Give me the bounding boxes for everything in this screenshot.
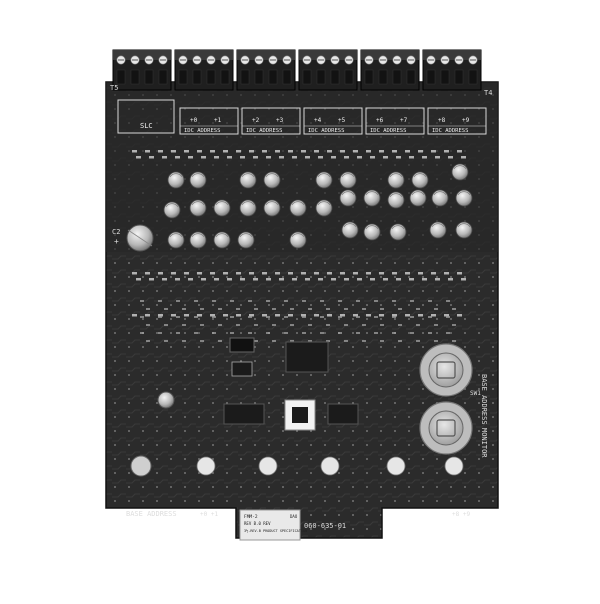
electrolytic-capacitor (167, 171, 185, 189)
capacitor-small (157, 391, 175, 409)
terminal-label-right: T4 (484, 89, 492, 97)
slc-label: SLC (140, 122, 153, 130)
processor-chip (284, 399, 316, 431)
electrolytic-capacitor (411, 171, 429, 189)
bottom-numbers-left: +0 +1 (200, 511, 218, 518)
electrolytic-capacitor (189, 231, 207, 249)
electrolytic-capacitor (263, 199, 281, 217)
svg-text:3½-REV-B PRODUCT SPECIFICATI: 3½-REV-B PRODUCT SPECIFICATION (244, 529, 307, 533)
electrolytic-capacitor (341, 221, 359, 239)
electrolytic-capacitor (339, 189, 357, 207)
electrolytic-capacitor (315, 199, 333, 217)
terminal-block (360, 49, 420, 91)
electrolytic-capacitor (387, 191, 405, 209)
mounting-hole (130, 455, 152, 477)
idc-address-label: IDC ADDRESS (432, 128, 468, 134)
idc-number: +4 (314, 117, 322, 124)
electrolytic-capacitor (431, 189, 449, 207)
svg-text:FMM-2: FMM-2 (244, 514, 258, 520)
led-pad (444, 456, 464, 476)
terminal-block (298, 49, 358, 91)
idc-number: +6 (376, 117, 384, 124)
base-address-bottom-label: BASE ADDRESS (126, 510, 177, 518)
product-label-sticker: FMM-2 REV B.0 REV 3½-REV-B PRODUCT SPECI… (239, 509, 307, 541)
terminal-block (236, 49, 296, 91)
electrolytic-capacitor (213, 199, 231, 217)
rotary-switch-ones (419, 401, 473, 455)
electrolytic-capacitor (363, 223, 381, 241)
idc-address-label: IDC ADDRESS (246, 128, 282, 134)
rotary-switch-label: SW1 (470, 390, 481, 397)
slc-box (117, 99, 175, 134)
ic-chip-main (285, 341, 329, 373)
idc-address-label: IDC ADDRESS (370, 128, 406, 134)
electrolytic-capacitor (451, 163, 469, 181)
electrolytic-capacitor (189, 199, 207, 217)
idc-address-label: IDC ADDRESS (308, 128, 344, 134)
idc-number: +7 (400, 117, 408, 124)
electrolytic-capacitor (455, 221, 473, 239)
idc-number: +0 (190, 117, 198, 124)
electrolytic-capacitor (289, 231, 307, 249)
connector-header (229, 337, 255, 353)
idc-number: +9 (462, 117, 470, 124)
electrolytic-capacitor (315, 171, 333, 189)
terminal-block (112, 49, 172, 91)
electrolytic-capacitor (387, 171, 405, 189)
led-pad (196, 456, 216, 476)
base-address-side-label: BASE ADDRESS (480, 374, 488, 425)
terminal-label-left: T5 (110, 84, 118, 92)
dip-switch (231, 361, 253, 377)
electrolytic-capacitor (363, 189, 381, 207)
svg-text:+: + (114, 237, 119, 246)
electrolytic-capacitor (409, 189, 427, 207)
electrolytic-capacitor (239, 199, 257, 217)
svg-text:REV B.0 REV: REV B.0 REV (244, 521, 271, 526)
terminal-block-row (112, 49, 482, 91)
ic-chip-left (223, 403, 265, 425)
idc-address-label: IDC ADDRESS (184, 128, 220, 134)
idc-number: +3 (276, 117, 284, 124)
led-row (196, 456, 464, 476)
electrolytic-capacitor (339, 171, 357, 189)
terminal-block (174, 49, 234, 91)
electrolytic-capacitor (263, 171, 281, 189)
electrolytic-capacitor (429, 221, 447, 239)
idc-number: +1 (214, 117, 222, 124)
rotary-switch-tens (419, 343, 473, 397)
idc-number: +8 (438, 117, 446, 124)
electrolytic-capacitor (237, 231, 255, 249)
electrolytic-capacitor (167, 231, 185, 249)
small-components-row (132, 150, 466, 342)
terminal-block (422, 49, 482, 91)
electrolytic-capacitor (213, 231, 231, 249)
electrolytic-capacitor (389, 223, 407, 241)
led-pad (320, 456, 340, 476)
part-number: 060-635-01 (304, 522, 346, 530)
electrolytic-capacitor (163, 201, 181, 219)
led-pad (258, 456, 278, 476)
electrolytic-capacitor (189, 171, 207, 189)
led-pad (386, 456, 406, 476)
bottom-numbers-right: +8 +9 (452, 511, 470, 518)
capacitor-array (163, 163, 473, 249)
idc-number: +5 (338, 117, 346, 124)
capacitor-c2-label: C2 (112, 228, 120, 236)
ic-chip-small (327, 403, 359, 425)
electrolytic-capacitor (289, 199, 307, 217)
electrolytic-capacitor (455, 189, 473, 207)
electrolytic-capacitor (239, 171, 257, 189)
svg-text:DAO: DAO (290, 514, 298, 519)
monitor-side-label: MONITOR (480, 428, 488, 458)
idc-number: +2 (252, 117, 260, 124)
